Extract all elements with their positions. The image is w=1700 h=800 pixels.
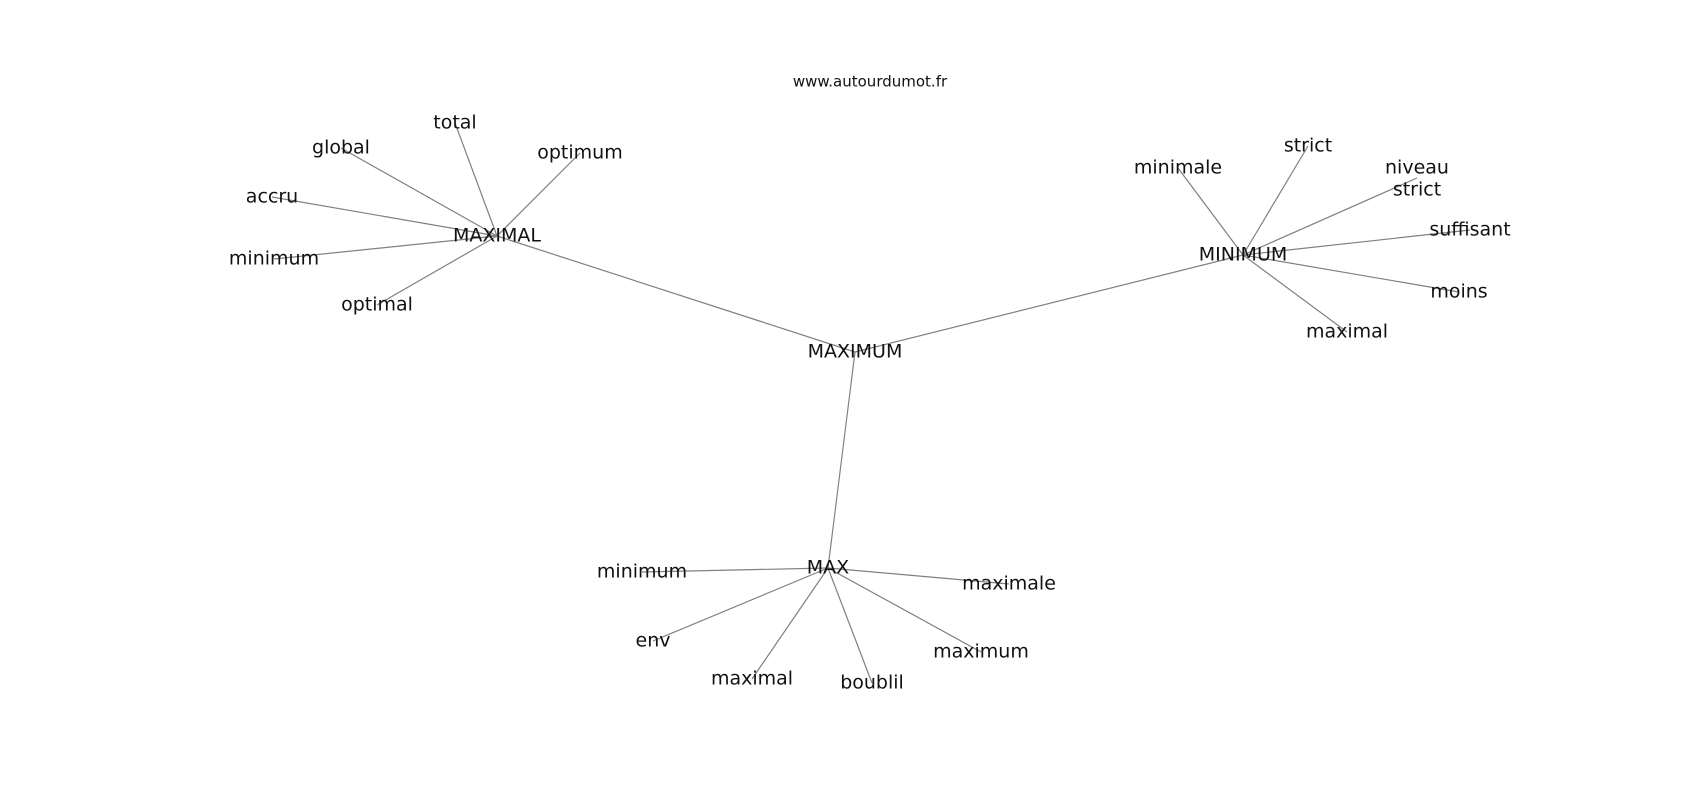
edge-center-minimum [854, 254, 1244, 353]
edge-max-boublil [827, 567, 873, 684]
edge-minimum-strict [1242, 145, 1309, 256]
edge-maximal-minimum [273, 235, 498, 260]
node-word-max-maximal: maximal [711, 668, 793, 690]
edge-minimum-suffisant [1242, 229, 1471, 256]
edge-center-max [827, 351, 856, 569]
node-hub-maximal: MAXIMAL [453, 225, 541, 247]
edge-max-minimum [641, 567, 829, 573]
edge-minimum-minimale [1177, 167, 1244, 256]
node-word-maximal-accru: accru [246, 186, 298, 208]
node-word-minimum-maximal: maximal [1306, 321, 1388, 343]
edges-layer [271, 122, 1471, 684]
edge-minimum-moins [1242, 254, 1460, 293]
edge-minimum-maximal [1242, 254, 1348, 333]
node-word-max-boublil: boublil [840, 672, 904, 694]
nodes-layer: MAXIMUM MAXIMAL total global optimum accru min… [229, 112, 1511, 694]
node-hub-minimum: MINIMUM [1199, 244, 1288, 266]
node-center-maximum: MAXIMUM [808, 341, 903, 363]
node-word-minimum-minimale: minimale [1134, 157, 1222, 179]
node-word-minimum-moins: moins [1430, 281, 1487, 303]
node-word-max-maximum: maximum [933, 641, 1029, 663]
node-word-max-maximale: maximale [962, 573, 1056, 595]
edge-max-maximum [827, 567, 982, 653]
edge-center-maximal [496, 235, 856, 353]
edge-max-maximale [827, 567, 1010, 585]
edge-maximal-optimal [376, 235, 498, 306]
edge-maximal-accru [271, 196, 498, 237]
node-word-minimum-suffisant: suffisant [1429, 219, 1510, 241]
edge-minimum-niveau-strict [1242, 177, 1418, 256]
edge-maximal-optimum [496, 152, 581, 237]
node-word-maximal-total: total [433, 112, 476, 134]
edge-maximal-global [340, 147, 498, 237]
edge-maximal-total [454, 122, 498, 237]
node-word-minimum-strict: strict [1284, 135, 1332, 157]
node-word-max-env: env [636, 630, 671, 652]
node-hub-max: MAX [807, 557, 849, 579]
node-word-maximal-optimal: optimal [341, 294, 413, 316]
node-word-maximal-optimum: optimum [537, 142, 622, 164]
edge-max-maximal [751, 567, 829, 680]
site-label: www.autourdumot.fr [793, 73, 948, 91]
node-word-max-minimum: minimum [597, 561, 687, 583]
node-word-maximal-minimum: minimum [229, 248, 319, 270]
edge-max-env [652, 567, 829, 642]
node-word-maximal-global: global [312, 137, 370, 159]
